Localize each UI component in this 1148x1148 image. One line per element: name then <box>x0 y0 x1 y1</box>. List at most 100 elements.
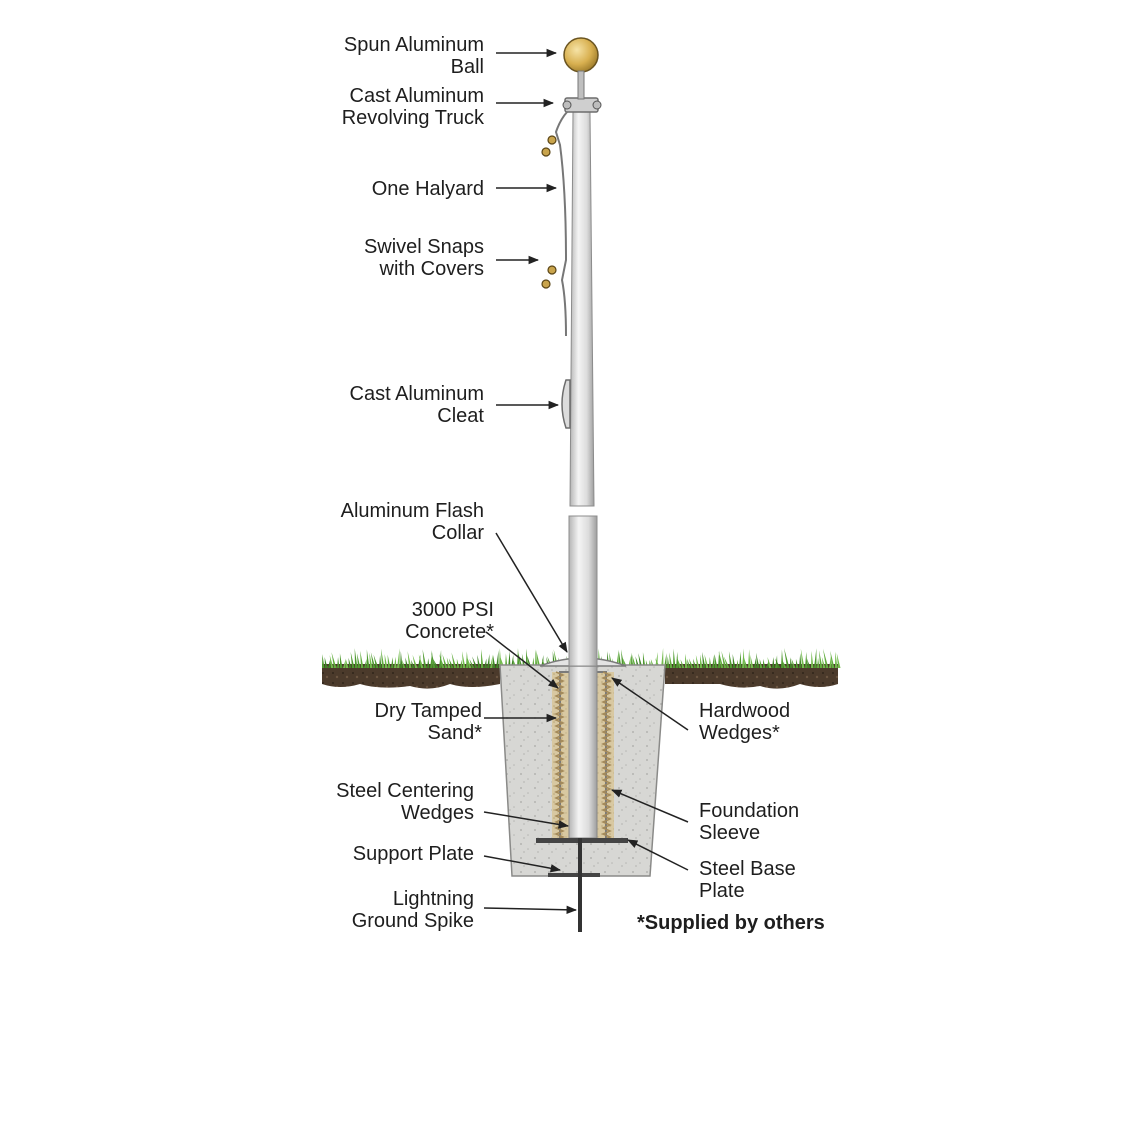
grass-blade <box>754 657 757 668</box>
grass-blade <box>466 651 469 668</box>
grass-blade <box>772 657 775 668</box>
grass-blade <box>732 654 736 668</box>
label-one-halyard: One Halyard <box>371 178 484 200</box>
grass-blade <box>743 657 748 668</box>
grass-blade <box>496 650 499 668</box>
grass-blade <box>487 654 490 668</box>
grass-blade <box>799 653 802 668</box>
leader-lines <box>483 48 689 914</box>
grass-blade <box>462 651 466 668</box>
grass-blade <box>431 650 436 668</box>
wedge-zigzag <box>554 671 565 841</box>
grass-blade <box>472 656 478 668</box>
grass-blade <box>446 657 451 668</box>
grass-blade <box>439 650 442 668</box>
grass-blade <box>490 654 493 668</box>
grass-blade <box>518 651 523 668</box>
grass-blade <box>379 655 382 668</box>
grass-blade <box>728 651 733 668</box>
grass-blade <box>817 657 820 668</box>
grass-blade <box>704 654 709 668</box>
grass-blade <box>702 651 706 668</box>
grass-blade <box>795 658 799 668</box>
upper-pole-section <box>569 111 595 507</box>
grass-blade <box>366 649 370 668</box>
grass-blade <box>685 653 688 668</box>
grass-blade <box>422 649 427 668</box>
grass-blade <box>748 649 751 668</box>
grass-blade <box>369 652 373 668</box>
grass-blade <box>469 659 475 668</box>
buried-pole <box>568 659 598 839</box>
grass-blade <box>756 652 760 668</box>
grass-blade <box>337 657 340 668</box>
grass-blade <box>784 648 790 668</box>
grass-blade <box>712 654 715 668</box>
grass-blade <box>373 654 379 668</box>
revolving-truck <box>562 97 602 113</box>
grass-blade <box>680 659 685 668</box>
grass-blade <box>345 658 349 668</box>
grass-blade <box>324 657 328 668</box>
grass-blade <box>364 659 367 668</box>
grass-blade <box>329 655 334 668</box>
grass-blade <box>736 659 739 668</box>
grass-blade <box>384 654 388 668</box>
grass-blade <box>322 654 325 668</box>
grass-blade <box>448 658 454 668</box>
grass-blade <box>517 648 520 668</box>
swivel-snap-lower <box>541 265 557 289</box>
grass-blade <box>418 654 424 668</box>
grass-blade <box>407 651 412 668</box>
grass-blade <box>536 650 541 668</box>
grass-blade <box>492 655 496 668</box>
grass-blade <box>673 648 676 668</box>
grass-blade <box>433 659 439 668</box>
grass-blade <box>412 654 418 668</box>
grass-blade <box>709 656 712 668</box>
grass-blade <box>622 657 628 668</box>
grass-blade <box>767 657 772 668</box>
grass-blade <box>466 655 472 668</box>
grass-blade <box>775 658 781 668</box>
grass-blade <box>456 658 460 668</box>
grass-blade <box>718 651 724 668</box>
grass-blade <box>339 653 343 668</box>
grass-blade <box>781 649 784 668</box>
grass-blade <box>481 649 484 668</box>
grass-blade <box>821 657 826 668</box>
grass-blade <box>811 650 814 668</box>
grass-blade <box>814 648 817 668</box>
grass-blade <box>354 648 358 668</box>
wedge-zigzag <box>601 671 612 841</box>
grass-blade <box>700 654 703 668</box>
grass-blade <box>331 652 337 668</box>
grass-blade <box>718 650 721 668</box>
grass-blade <box>391 657 394 668</box>
grass-blade <box>477 654 481 668</box>
grass-blade <box>442 654 448 668</box>
grass-blade <box>721 650 727 668</box>
grass-blade <box>829 656 832 668</box>
grass-blade <box>360 650 364 668</box>
grass-blade <box>350 651 355 668</box>
grass-blade <box>688 658 694 668</box>
grass-blade <box>328 659 331 668</box>
grass-blade <box>356 653 361 668</box>
grass-blade <box>642 652 646 668</box>
grass-blade <box>451 652 457 668</box>
grass-blade <box>380 648 385 668</box>
swivel-snap-upper <box>541 135 557 157</box>
grass-blade <box>541 658 547 668</box>
grass-blade <box>638 653 643 668</box>
grass-blade <box>427 658 430 668</box>
grass-blade <box>484 658 487 668</box>
